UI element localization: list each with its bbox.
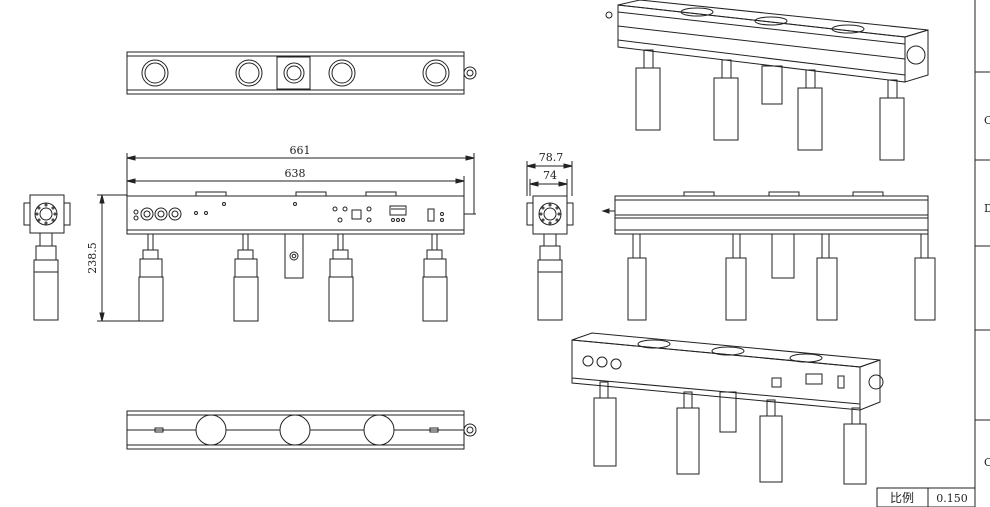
fixture-front-4 [422, 234, 448, 322]
dim-side-depth-outer: 78.7 [539, 151, 564, 164]
isometric-view-bottom [571, 332, 884, 485]
edge-letter-3: C [984, 456, 990, 469]
scale-value: 0.150 [936, 492, 968, 505]
scale-label: 比例 [890, 491, 914, 505]
edge-letter-1: C [984, 114, 990, 127]
dim-overall-length: 661 [290, 144, 311, 157]
dim-height: 238.5 [86, 242, 99, 274]
fixture-rear-2 [725, 234, 747, 321]
right-side-view [526, 161, 574, 321]
fixture-front-3 [328, 234, 354, 322]
title-block-frame [876, 0, 990, 507]
top-view [126, 51, 477, 95]
fixture-rear-3 [816, 234, 838, 321]
rear-view [601, 191, 936, 321]
left-side-view [23, 194, 71, 321]
bottom-view [126, 410, 477, 450]
dim-body-length: 638 [285, 167, 306, 180]
isometric-view-top [605, 0, 929, 161]
front-view [97, 153, 476, 322]
fixture-front-1 [138, 234, 164, 322]
edge-letter-2: D [984, 202, 990, 215]
dim-side-depth-inner: 74 [543, 169, 557, 182]
fixture-front-2 [233, 234, 259, 322]
fixture-rear-1 [627, 234, 647, 321]
fixture-rear-4 [914, 234, 936, 321]
